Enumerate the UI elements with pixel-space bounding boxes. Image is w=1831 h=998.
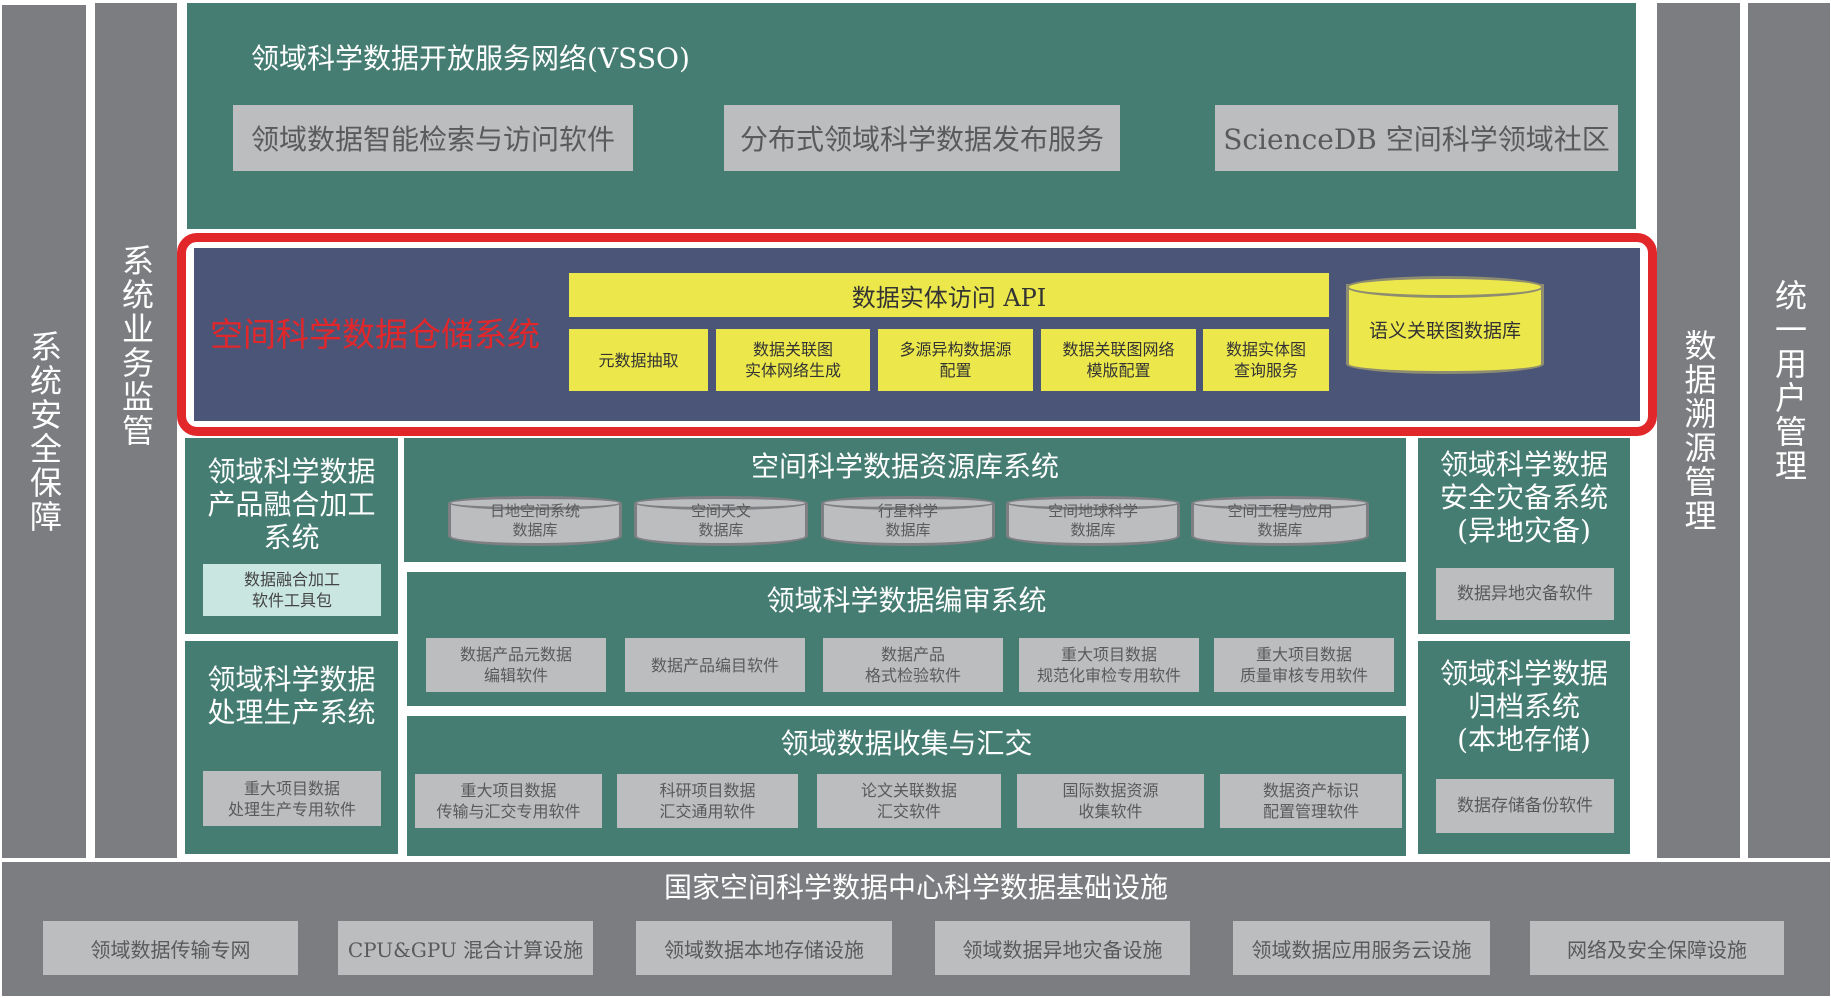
resource-db-cylinder: 空间天文 数据库 (634, 496, 808, 546)
resource-db-label: 行星科学 数据库 (877, 502, 938, 539)
pillar-system-security: 系统安全保障 (2, 5, 86, 858)
warehouse-module-graph-generation: 数据关联图 实体网络生成 (716, 329, 870, 391)
warehouse-module-source-config: 多源异构数据源 配置 (878, 329, 1033, 391)
infra-item-cloud-service: 领域数据应用服务云设施 (1233, 921, 1490, 975)
pillar-data-provenance: 数据溯源管理 (1657, 3, 1740, 858)
editing-panel: 领域科学数据编审系统 数据产品元数据 编辑软件 数据产品编目软件 数据产品 格式… (407, 572, 1406, 706)
pillar-unified-user-management: 统一用户管理 (1748, 3, 1830, 858)
collection-panel: 领域数据收集与汇交 重大项目数据 传输与汇交专用软件 科研项目数据 汇交通用软件… (407, 716, 1406, 856)
fusion-tool: 数据融合加工 软件工具包 (203, 564, 381, 616)
fusion-title: 领域科学数据 产品融合加工 系统 (207, 455, 376, 554)
warehouse-module-query-service: 数据实体图 查询服务 (1203, 329, 1329, 391)
pillar-label: 系统安全保障 (25, 329, 63, 534)
editing-title: 领域科学数据编审系统 (766, 584, 1047, 617)
infra-item-local-storage: 领域数据本地存储设施 (636, 921, 892, 975)
resource-db-label: 空间天文 数据库 (690, 502, 751, 539)
archive-panel: 领域科学数据 归档系统 (本地存储) 数据存储备份软件 (1418, 641, 1630, 854)
vsso-title: 领域科学数据开放服务网络(VSSO) (251, 42, 690, 75)
infrastructure-title: 国家空间科学数据中心科学数据基础设施 (663, 871, 1168, 904)
editing-item-normalization: 重大项目数据 规范化审检专用软件 (1019, 638, 1199, 692)
editing-item-metadata: 数据产品元数据 编辑软件 (426, 638, 606, 692)
archive-tool: 数据存储备份软件 (1436, 779, 1614, 833)
collection-item-international: 国际数据资源 收集软件 (1017, 774, 1204, 828)
semantic-graph-database-icon: 语义关联图数据库 (1346, 276, 1544, 374)
resource-db-cylinder: 行星科学 数据库 (821, 496, 995, 546)
collection-item-paper-data: 论文关联数据 汇交软件 (817, 774, 1001, 828)
infra-item-remote-backup: 领域数据异地灾备设施 (935, 921, 1190, 975)
editing-item-quality-review: 重大项目数据 质量审核专用软件 (1214, 638, 1394, 692)
resource-db-cylinder: 空间工程与应用 数据库 (1191, 496, 1369, 546)
infra-item-hybrid-compute: CPU&GPU 混合计算设施 (338, 921, 593, 975)
disaster-tool: 数据异地灾备软件 (1436, 568, 1614, 620)
semantic-graph-database-label: 语义关联图数据库 (1368, 319, 1521, 342)
resource-db-cylinder: 空间地球科学 数据库 (1006, 496, 1180, 546)
infra-item-transport-network: 领域数据传输专网 (43, 921, 298, 975)
infra-item-network-security: 网络及安全保障设施 (1530, 921, 1784, 975)
vsso-item-search-access: 领域数据智能检索与访问软件 (233, 105, 633, 171)
pillar-label: 数据溯源管理 (1679, 328, 1718, 533)
vsso-item-sciencedb-community: ScienceDB 空间科学领域社区 (1215, 105, 1618, 171)
processing-title: 领域科学数据 处理生产系统 (207, 663, 376, 729)
editing-item-catalog: 数据产品编目软件 (625, 638, 805, 692)
collection-item-asset-identifier: 数据资产标识 配置管理软件 (1220, 774, 1402, 828)
resource-db-label: 日地空间系统 数据库 (489, 502, 580, 539)
pillar-label: 系统业务监管 (117, 243, 155, 448)
pillar-business-supervision: 系统业务监管 (95, 3, 177, 858)
vsso-item-distributed-publishing: 分布式领域科学数据发布服务 (724, 105, 1120, 171)
collection-item-research-project: 科研项目数据 汇交通用软件 (617, 774, 798, 828)
collection-title: 领域数据收集与汇交 (780, 727, 1033, 760)
disaster-title: 领域科学数据 安全灾备系统 (异地灾备) (1439, 448, 1608, 547)
fusion-panel: 领域科学数据 产品融合加工 系统 数据融合加工 软件工具包 (185, 438, 398, 634)
collection-item-major-project: 重大项目数据 传输与汇交专用软件 (415, 774, 602, 828)
vsso-panel: 领域科学数据开放服务网络(VSSO) 领域数据智能检索与访问软件 分布式领域科学… (187, 3, 1636, 229)
resource-db-cylinder: 日地空间系统 数据库 (448, 496, 622, 546)
processing-panel: 领域科学数据 处理生产系统 重大项目数据 处理生产专用软件 (185, 641, 398, 854)
editing-item-format-check: 数据产品 格式检验软件 (823, 638, 1003, 692)
resource-title: 空间科学数据资源库系统 (750, 450, 1059, 483)
warehouse-api-bar: 数据实体访问 API (569, 273, 1329, 317)
warehouse-module-template-config: 数据关联图网络 模版配置 (1041, 329, 1196, 391)
pillar-label: 统一用户管理 (1770, 278, 1808, 483)
archive-title: 领域科学数据 归档系统 (本地存储) (1439, 657, 1608, 756)
infrastructure-panel: 国家空间科学数据中心科学数据基础设施 领域数据传输专网 CPU&GPU 混合计算… (2, 862, 1830, 996)
processing-tool: 重大项目数据 处理生产专用软件 (203, 771, 381, 826)
warehouse-title: 空间科学数据仓储系统 (210, 315, 540, 354)
resource-db-label: 空间地球科学 数据库 (1047, 502, 1138, 539)
resource-db-label: 空间工程与应用 数据库 (1227, 502, 1333, 539)
disaster-panel: 领域科学数据 安全灾备系统 (异地灾备) 数据异地灾备软件 (1418, 438, 1630, 634)
warehouse-module-metadata-extraction: 元数据抽取 (569, 329, 708, 391)
